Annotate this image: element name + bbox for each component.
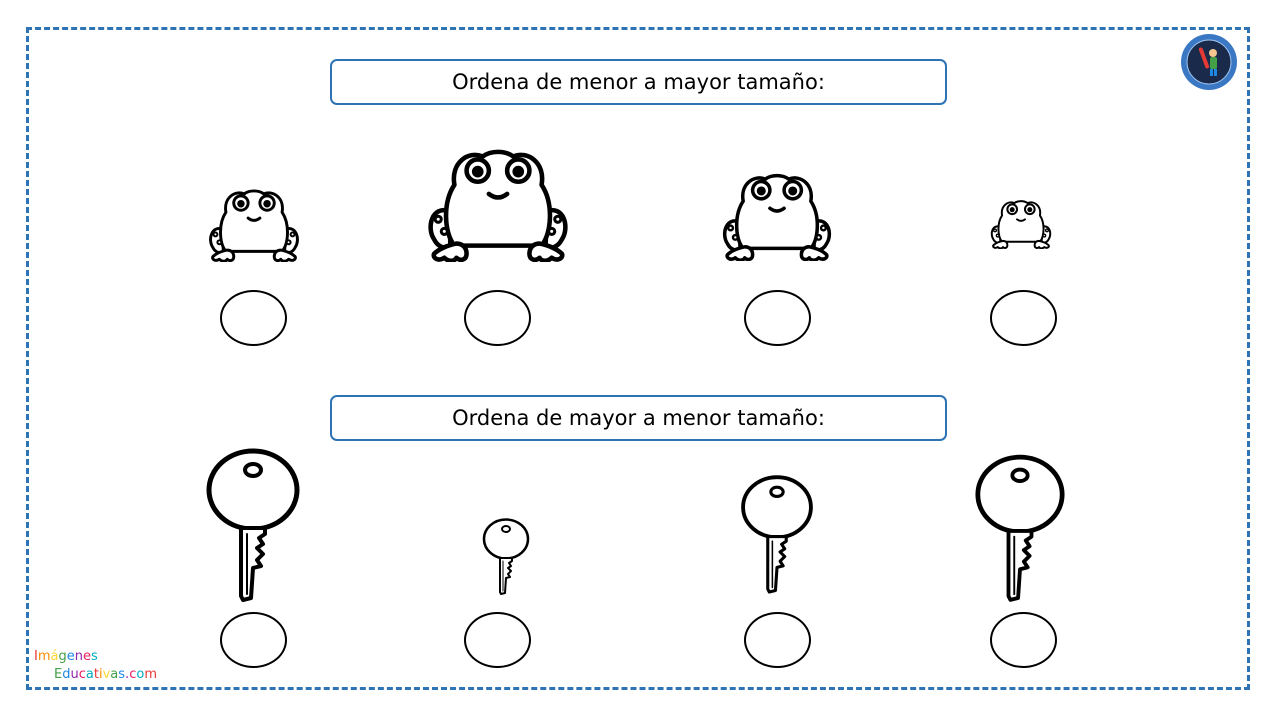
answer-oval-frog-2[interactable] <box>464 290 531 346</box>
answer-oval-key-4[interactable] <box>990 612 1057 668</box>
logo-letter: c <box>129 667 137 682</box>
frog-icon <box>205 182 303 263</box>
logo-letter: g <box>58 649 67 664</box>
logo-letter: i <box>98 667 103 682</box>
logo-letter: E <box>54 667 63 682</box>
logo-letter: t <box>93 667 99 682</box>
answer-oval-key-2[interactable] <box>464 612 531 668</box>
logo-letter: . <box>125 667 130 682</box>
frog-icon <box>422 138 574 262</box>
answer-oval-frog-1[interactable] <box>220 290 287 346</box>
logo-letter: m <box>37 649 51 664</box>
logo-letter: d <box>62 667 71 682</box>
logo-letter: u <box>70 667 79 682</box>
key-icon <box>974 454 1066 604</box>
logo-letter: v <box>102 667 111 682</box>
logo-letter: a <box>110 667 119 682</box>
logo-letter: s <box>118 667 126 682</box>
logo-letter: c <box>78 667 86 682</box>
site-logo-line1: Imágenes <box>34 648 98 666</box>
key-icon <box>482 518 530 596</box>
site-logo: Imágenes Educativas.com <box>34 648 184 688</box>
worksheet-frame <box>26 27 1250 690</box>
logo-letter: e <box>83 649 91 664</box>
instruction-text: Ordena de mayor a menor tamaño: <box>452 406 825 430</box>
logo-letter: n <box>74 649 83 664</box>
instruction-box-largest-to-smallest: Ordena de mayor a menor tamaño: <box>330 395 947 441</box>
answer-oval-key-1[interactable] <box>220 612 287 668</box>
frog-icon <box>718 165 836 262</box>
logo-letter: o <box>136 667 145 682</box>
answer-oval-frog-4[interactable] <box>990 290 1057 346</box>
key-icon <box>740 474 814 596</box>
logo-letter: m <box>144 667 157 682</box>
instruction-text: Ordena de menor a mayor tamaño: <box>452 70 825 94</box>
logo-letter: s <box>91 649 98 664</box>
logo-letter: I <box>34 649 38 664</box>
instruction-box-smallest-to-largest: Ordena de menor a mayor tamaño: <box>330 59 947 105</box>
site-badge-icon <box>1180 33 1238 91</box>
site-logo-line2: Educativas.com <box>54 666 157 684</box>
answer-oval-frog-3[interactable] <box>744 290 811 346</box>
answer-oval-key-3[interactable] <box>744 612 811 668</box>
logo-letter: á <box>50 649 59 664</box>
frog-icon <box>988 195 1054 250</box>
key-icon <box>205 448 301 604</box>
logo-letter: e <box>66 649 75 664</box>
logo-letter: a <box>85 667 94 682</box>
